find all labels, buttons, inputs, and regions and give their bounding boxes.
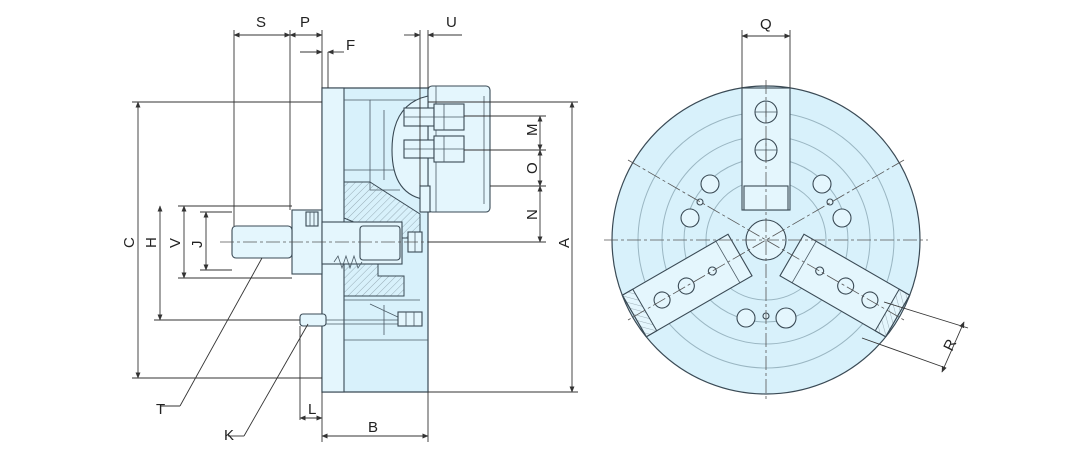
label-T: T [156, 401, 165, 418]
side-view [220, 85, 540, 393]
spring [333, 254, 363, 270]
bolt-holes [680, 174, 852, 329]
label-J: J [189, 241, 206, 249]
label-Q: Q [760, 16, 772, 33]
label-B: B [368, 419, 378, 436]
label-F: F [346, 37, 355, 54]
jaw-screws [403, 103, 465, 163]
front-view [604, 80, 928, 400]
front-dimensions: Q R [741, 16, 969, 373]
side-dimensions: S P F U M O N A C [121, 14, 578, 444]
label-S: S [256, 14, 266, 31]
label-C: C [121, 237, 138, 248]
label-R: R [940, 336, 960, 353]
label-P: P [300, 14, 310, 31]
label-N: N [524, 209, 541, 220]
label-U: U [446, 14, 457, 31]
label-M: M [524, 124, 541, 137]
label-K: K [224, 427, 234, 444]
label-O: O [524, 162, 541, 174]
label-V: V [167, 238, 184, 248]
label-L: L [308, 401, 316, 418]
label-H: H [143, 237, 160, 248]
mounting-bolt [299, 313, 327, 327]
label-A: A [556, 238, 573, 248]
